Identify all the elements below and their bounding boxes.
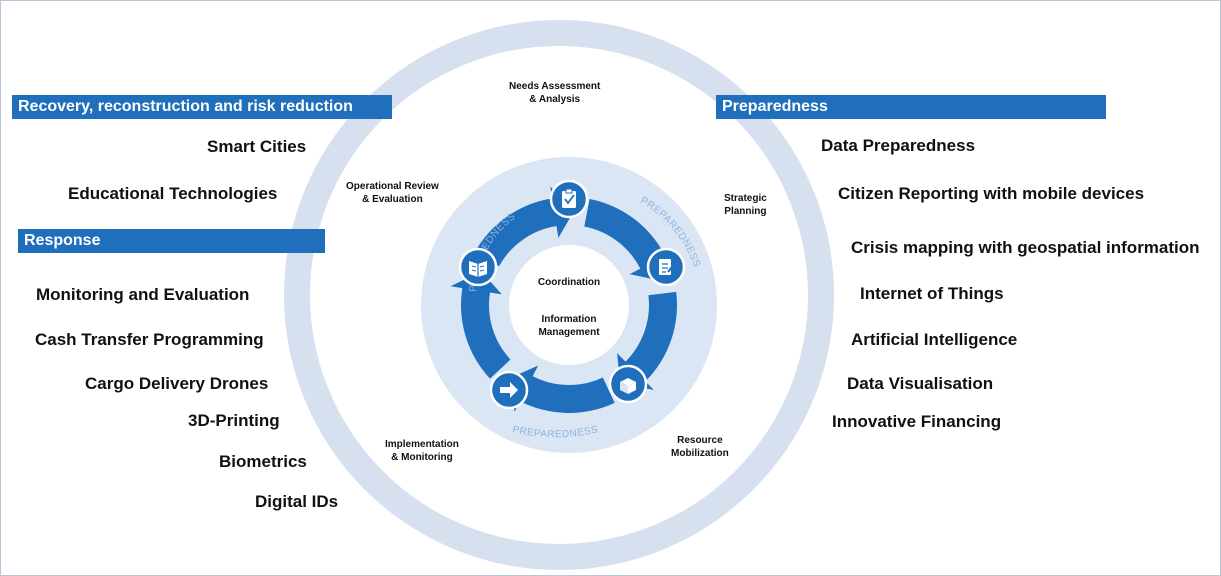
- preparedness-item: Data Preparedness: [821, 136, 976, 155]
- banner-preparedness: Preparedness: [716, 95, 1106, 119]
- box-icon: [608, 364, 648, 404]
- step-operational-review: Operational Review & Evaluation: [346, 180, 439, 206]
- clipboard-icon: [549, 179, 589, 219]
- cycle-arrow-segment: [474, 186, 574, 267]
- center-information-management: Information Management: [519, 313, 619, 339]
- response-item: Monitoring and Evaluation: [36, 285, 250, 304]
- banner-recovery: Recovery, reconstruction and risk reduct…: [12, 95, 392, 119]
- banner-response: Response: [18, 229, 325, 253]
- response-item: Digital IDs: [255, 492, 339, 511]
- step-needs-line1: Needs Assessment: [509, 81, 601, 92]
- center-circle: [509, 245, 629, 365]
- response-item: Cargo Delivery Drones: [85, 374, 269, 393]
- step-resource-line1: Resource: [677, 435, 723, 446]
- preparedness-item: Citizen Reporting with mobile devices: [838, 184, 1145, 203]
- preparedness-item: Crisis mapping with geospatial informati…: [851, 238, 1200, 257]
- step-implementation-line2: & Monitoring: [391, 452, 453, 463]
- step-resource-mobilization: Resource Mobilization: [671, 434, 729, 460]
- step-needs-line2: & Analysis: [529, 94, 581, 105]
- preparedness-item: Internet of Things: [860, 284, 1004, 303]
- step-strategic-line1: Strategic: [724, 193, 767, 204]
- step-review-line2: & Evaluation: [362, 194, 423, 205]
- cycle-arrow-segment: [450, 271, 511, 379]
- step-strategic-planning: Strategic Planning: [724, 192, 767, 218]
- preparedness-item: Data Visualisation: [847, 374, 994, 393]
- step-strategic-line2: Planning: [724, 206, 767, 217]
- arrow-right-icon: [489, 370, 529, 410]
- response-item: Biometrics: [219, 452, 307, 471]
- center-line-management: Management: [538, 327, 600, 338]
- center-line-information: Information: [541, 314, 597, 325]
- ring-label-bottom: PREPAREDNESS: [511, 424, 599, 440]
- response-item: Cash Transfer Programming: [35, 330, 264, 349]
- open-book-icon: [458, 247, 498, 287]
- step-resource-line2: Mobilization: [671, 448, 729, 459]
- outer-ring: [284, 20, 834, 570]
- step-implementation-line1: Implementation: [385, 439, 459, 450]
- response-item: 3D-Printing: [188, 411, 280, 430]
- preparedness-item: Innovative Financing: [832, 412, 1002, 431]
- cycle-arrow-segment: [509, 365, 615, 413]
- recovery-item: Smart Cities: [207, 137, 307, 156]
- recovery-item: Educational Technologies: [68, 184, 278, 203]
- center-coordination: Coordination: [537, 277, 601, 288]
- step-implementation-monitoring: Implementation & Monitoring: [385, 438, 459, 464]
- step-needs-assessment: Needs Assessment & Analysis: [509, 80, 600, 106]
- preparedness-item: Artificial Intelligence: [851, 330, 1018, 349]
- step-review-line1: Operational Review: [346, 181, 439, 192]
- edit-document-icon: [646, 247, 686, 287]
